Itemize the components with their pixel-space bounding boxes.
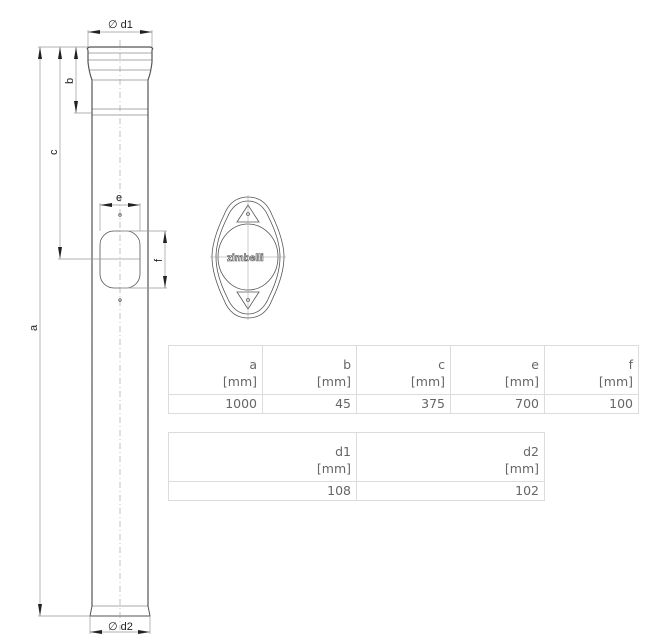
header-d1: d1[mm] — [168, 432, 357, 482]
d2-label: ∅ d2 — [108, 621, 133, 633]
header-c: c[mm] — [356, 345, 451, 395]
dimensions-table-2: d1[mm] d2[mm] 108 102 — [168, 432, 545, 501]
header-a: a[mm] — [168, 345, 263, 395]
zimbelli-logo: zimbelli — [227, 253, 264, 264]
table-header-row: d1[mm] d2[mm] — [168, 432, 545, 482]
value-e: 700 — [450, 394, 545, 414]
table-header-row: a[mm] b[mm] c[mm] e[mm] f[mm] — [168, 345, 639, 395]
value-f: 100 — [544, 394, 639, 414]
b-label: b — [64, 78, 76, 84]
c-label: c — [48, 149, 60, 155]
dimension-lines — [38, 30, 167, 634]
d1-label: ∅ d1 — [108, 19, 133, 31]
header-f: f[mm] — [544, 345, 639, 395]
a-label: a — [28, 324, 40, 331]
pipe-end-view: zimbelli — [210, 195, 286, 320]
f-label: f — [153, 258, 165, 262]
dimensions-table-1: a[mm] b[mm] c[mm] e[mm] f[mm] 1000 45 37… — [168, 345, 639, 414]
value-c: 375 — [356, 394, 451, 414]
header-b: b[mm] — [262, 345, 357, 395]
e-label: e — [116, 192, 122, 204]
pipe-side-view — [86, 40, 154, 630]
value-b: 45 — [262, 394, 357, 414]
value-a: 1000 — [168, 394, 263, 414]
dimension-labels: ∅ d1 ∅ d2 a c b e f — [28, 19, 165, 633]
table-row: 1000 45 375 700 100 — [168, 394, 639, 414]
table-row: 108 102 — [168, 481, 545, 501]
value-d1: 108 — [168, 481, 357, 501]
header-e: e[mm] — [450, 345, 545, 395]
value-d2: 102 — [356, 481, 545, 501]
header-d2: d2[mm] — [356, 432, 545, 482]
